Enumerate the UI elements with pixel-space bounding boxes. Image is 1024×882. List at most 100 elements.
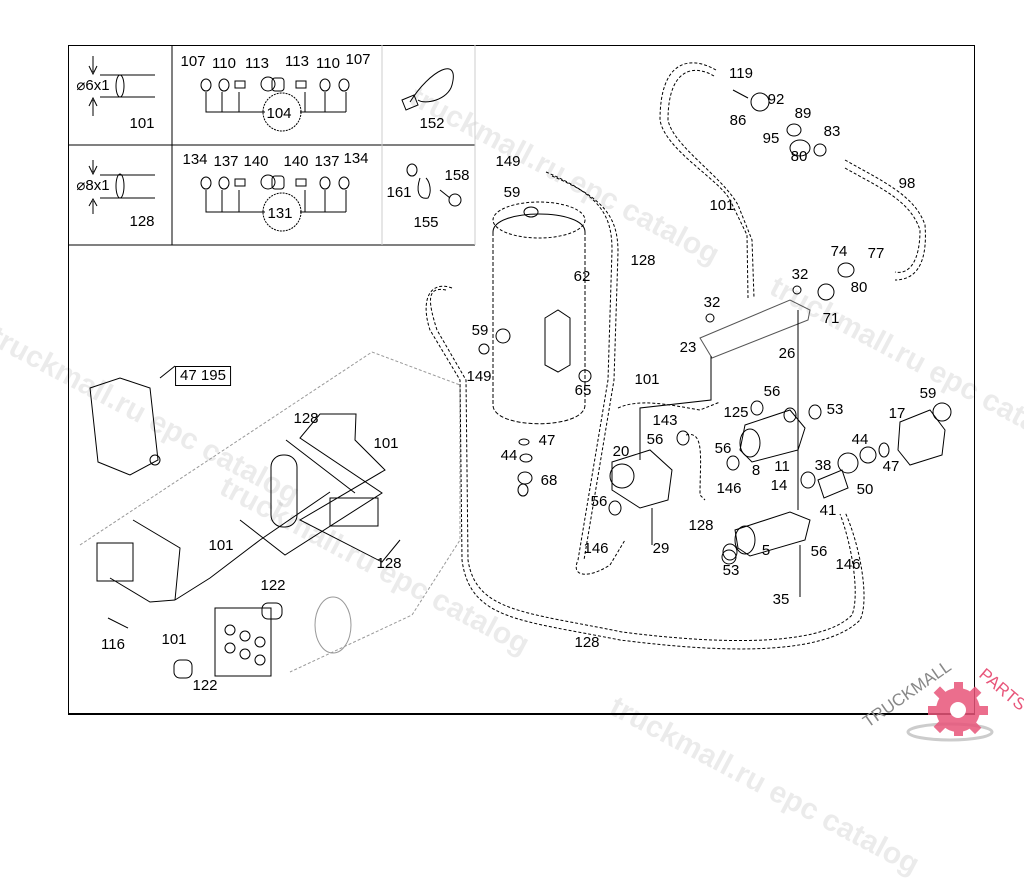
part-label[interactable]: 74: [830, 243, 848, 260]
part-label[interactable]: 77: [867, 245, 885, 262]
part-label[interactable]: 59: [471, 322, 489, 339]
part-label[interactable]: 128: [293, 410, 319, 427]
mini-schematic: [96, 413, 401, 679]
part-label[interactable]: 44: [851, 431, 869, 448]
part-label[interactable]: 134: [343, 150, 369, 167]
part-label[interactable]: 104: [266, 105, 292, 122]
part-label[interactable]: 44: [500, 447, 518, 464]
part-label[interactable]: 56: [763, 383, 781, 400]
tube-dimension-value: 8x1: [85, 177, 110, 194]
reference-box[interactable]: 47 195: [175, 366, 231, 386]
part-label[interactable]: 113: [245, 55, 269, 72]
part-label[interactable]: 50: [856, 481, 874, 498]
part-label[interactable]: 158: [444, 167, 470, 184]
diagram-frame: [68, 45, 975, 715]
part-label[interactable]: 32: [703, 294, 721, 311]
part-label[interactable]: 152: [419, 115, 445, 132]
part-label[interactable]: 146: [583, 540, 609, 557]
diameter-symbol: ⌀: [76, 77, 86, 94]
part-label[interactable]: 140: [283, 153, 309, 170]
part-label[interactable]: 128: [376, 555, 402, 572]
part-label[interactable]: 131: [267, 205, 293, 222]
part-label[interactable]: 161: [386, 184, 412, 201]
part-label[interactable]: 20: [612, 443, 630, 460]
reference-unit-47195: [89, 365, 176, 476]
part-label[interactable]: 155: [413, 214, 439, 231]
part-label[interactable]: 80: [850, 279, 868, 296]
part-label[interactable]: 83: [823, 123, 841, 140]
part-label[interactable]: 89: [794, 105, 812, 122]
part-label[interactable]: 56: [646, 431, 664, 448]
part-label[interactable]: 140: [243, 153, 269, 170]
part-label[interactable]: 149: [466, 368, 492, 385]
part-label[interactable]: 134: [182, 151, 208, 168]
part-label[interactable]: 125: [723, 404, 749, 421]
part-label[interactable]: 122: [192, 677, 218, 694]
part-label[interactable]: 53: [722, 562, 740, 579]
part-label[interactable]: 86: [729, 112, 747, 129]
part-label[interactable]: 53: [826, 401, 844, 418]
part-label[interactable]: 56: [810, 543, 828, 560]
part-label[interactable]: 62: [573, 268, 591, 285]
part-label[interactable]: 47: [538, 432, 556, 449]
part-label[interactable]: 59: [919, 385, 937, 402]
part-label[interactable]: 56: [714, 440, 732, 457]
part-label[interactable]: 146: [835, 556, 861, 573]
part-label[interactable]: 119: [729, 65, 753, 82]
part-label[interactable]: 101: [161, 631, 187, 648]
part-label[interactable]: 32: [791, 266, 809, 283]
part-label[interactable]: 101: [709, 197, 735, 214]
part-label[interactable]: 41: [819, 502, 837, 519]
part-label[interactable]: 92: [767, 91, 785, 108]
part-label[interactable]: 65: [574, 382, 592, 399]
part-label[interactable]: 14: [770, 477, 788, 494]
tube-dimension-128: ⌀8x1: [76, 178, 109, 194]
part-label[interactable]: 47: [882, 458, 900, 475]
part-label[interactable]: 26: [778, 345, 796, 362]
gear-icon: TRUCKMALL PARTS: [859, 657, 1024, 742]
part-label[interactable]: 5: [761, 542, 771, 559]
part-label[interactable]: 128: [574, 634, 600, 651]
part-label[interactable]: 95: [762, 130, 780, 147]
part-label[interactable]: 107: [345, 51, 371, 68]
part-label[interactable]: 8: [751, 462, 761, 479]
part-label[interactable]: 128: [129, 213, 155, 230]
part-label[interactable]: 146: [716, 480, 742, 497]
diameter-symbol: ⌀: [76, 177, 86, 194]
pipe-lines: [425, 62, 926, 650]
part-label[interactable]: 137: [213, 153, 239, 170]
part-label[interactable]: 110: [316, 55, 340, 72]
valve-assembly: [517, 89, 952, 597]
part-label[interactable]: 107: [180, 53, 206, 70]
part-label[interactable]: 149: [495, 153, 521, 170]
part-label[interactable]: 80: [790, 148, 808, 165]
brand-logo: TRUCKMALL PARTS: [858, 657, 1024, 750]
part-label[interactable]: 56: [590, 493, 608, 510]
part-label[interactable]: 11: [774, 458, 790, 475]
part-label[interactable]: 35: [772, 591, 790, 608]
legend-table: [68, 45, 476, 246]
part-label[interactable]: 68: [540, 472, 558, 489]
part-label[interactable]: 23: [679, 339, 697, 356]
part-label[interactable]: 101: [208, 537, 234, 554]
part-label[interactable]: 59: [503, 184, 521, 201]
part-label[interactable]: 17: [888, 405, 906, 422]
part-label[interactable]: 29: [652, 540, 670, 557]
diagram-artwork: [68, 45, 952, 679]
part-label[interactable]: 101: [373, 435, 399, 452]
part-label[interactable]: 98: [898, 175, 916, 192]
part-label[interactable]: 116: [101, 636, 125, 653]
part-label[interactable]: 71: [822, 310, 840, 327]
tube-dimension-value: 6x1: [85, 77, 110, 94]
part-label[interactable]: 128: [630, 252, 656, 269]
part-label[interactable]: 143: [652, 412, 678, 429]
part-label[interactable]: 128: [688, 517, 714, 534]
part-label[interactable]: 137: [314, 153, 340, 170]
part-label[interactable]: 113: [285, 53, 309, 70]
tube-dimension-101: ⌀6x1: [76, 78, 109, 94]
part-label[interactable]: 110: [212, 55, 236, 72]
part-label[interactable]: 122: [260, 577, 286, 594]
part-label[interactable]: 101: [129, 115, 155, 132]
part-label[interactable]: 38: [814, 457, 832, 474]
part-label[interactable]: 101: [634, 371, 660, 388]
